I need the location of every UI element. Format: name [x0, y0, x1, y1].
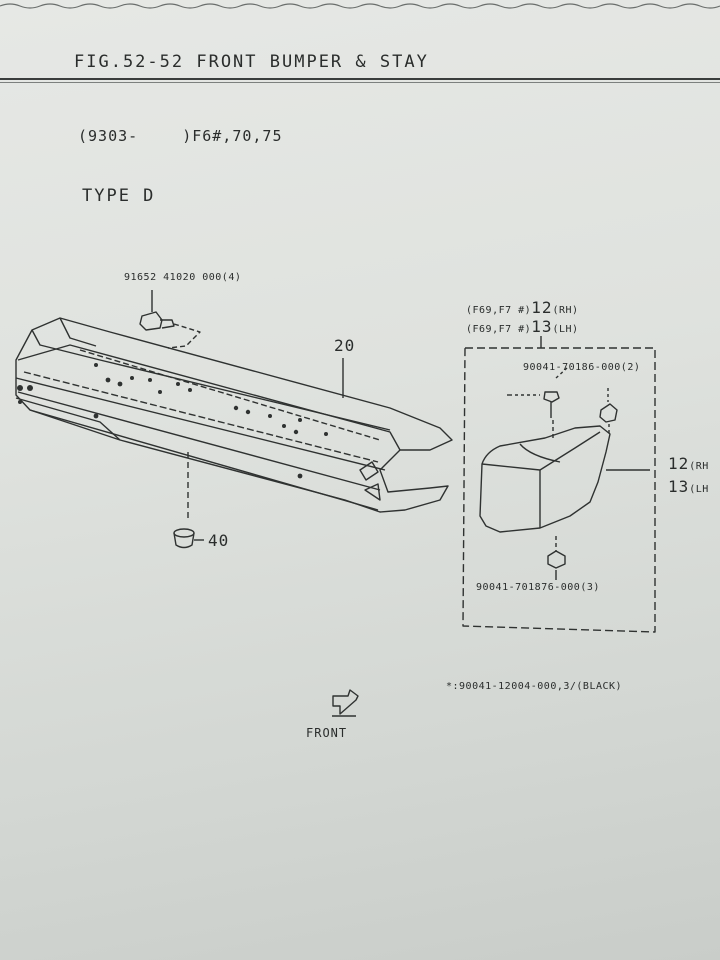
screw-part-number: 90041-70186-000(2) [523, 362, 641, 373]
clip-drawing [173, 452, 204, 549]
callout-20: 20 [334, 336, 356, 355]
screw-drawing [507, 367, 568, 440]
bolt-part-number: 91652 41020 000(4) [124, 272, 242, 283]
corner-lh-side: (LH) [552, 324, 579, 335]
production-period: (9303- [78, 127, 139, 145]
front-direction-arrow [332, 689, 359, 717]
corner-lh-note: (F69,F7 #) [466, 324, 532, 335]
corner-bumper-drawing [479, 425, 650, 533]
nut-top-drawing [599, 388, 618, 436]
model-codes: )F6#,70,75 [182, 127, 283, 145]
type-label: TYPE D [82, 186, 156, 206]
nut-part-number: 90041-701876-000(3) [476, 582, 600, 593]
corner-rh-line: (F69,F7 #)12(RH) [466, 298, 579, 317]
applicability-line: (9303- )F6#,70,75 [78, 127, 283, 145]
bolt-drawing [139, 290, 201, 349]
footnote: *:90041-12004-000,3/(BLACK) [446, 681, 623, 692]
nut-bottom-drawing [547, 536, 566, 580]
figure-title: FIG.52-52 FRONT BUMPER & STAY [74, 52, 429, 72]
corner-rh-note: (F69,F7 #) [466, 305, 532, 316]
callout-40: 40 [208, 531, 230, 550]
bumper-stay-drawing [15, 317, 453, 513]
header-rule [0, 78, 720, 80]
corner-rh-side: (RH) [552, 305, 579, 316]
corner-detail-box [462, 336, 656, 633]
side-ref-13: 13(LH [668, 477, 709, 496]
front-label: FRONT [306, 726, 348, 740]
side-ref-12: 12(RH [668, 454, 709, 473]
header-rule-thin [0, 82, 720, 83]
callout-13-lh: 13 [531, 317, 553, 336]
page-top-edge [0, 3, 720, 9]
corner-lh-line: (F69,F7 #)13(LH) [466, 317, 579, 336]
callout-12-rh: 12 [531, 298, 553, 317]
